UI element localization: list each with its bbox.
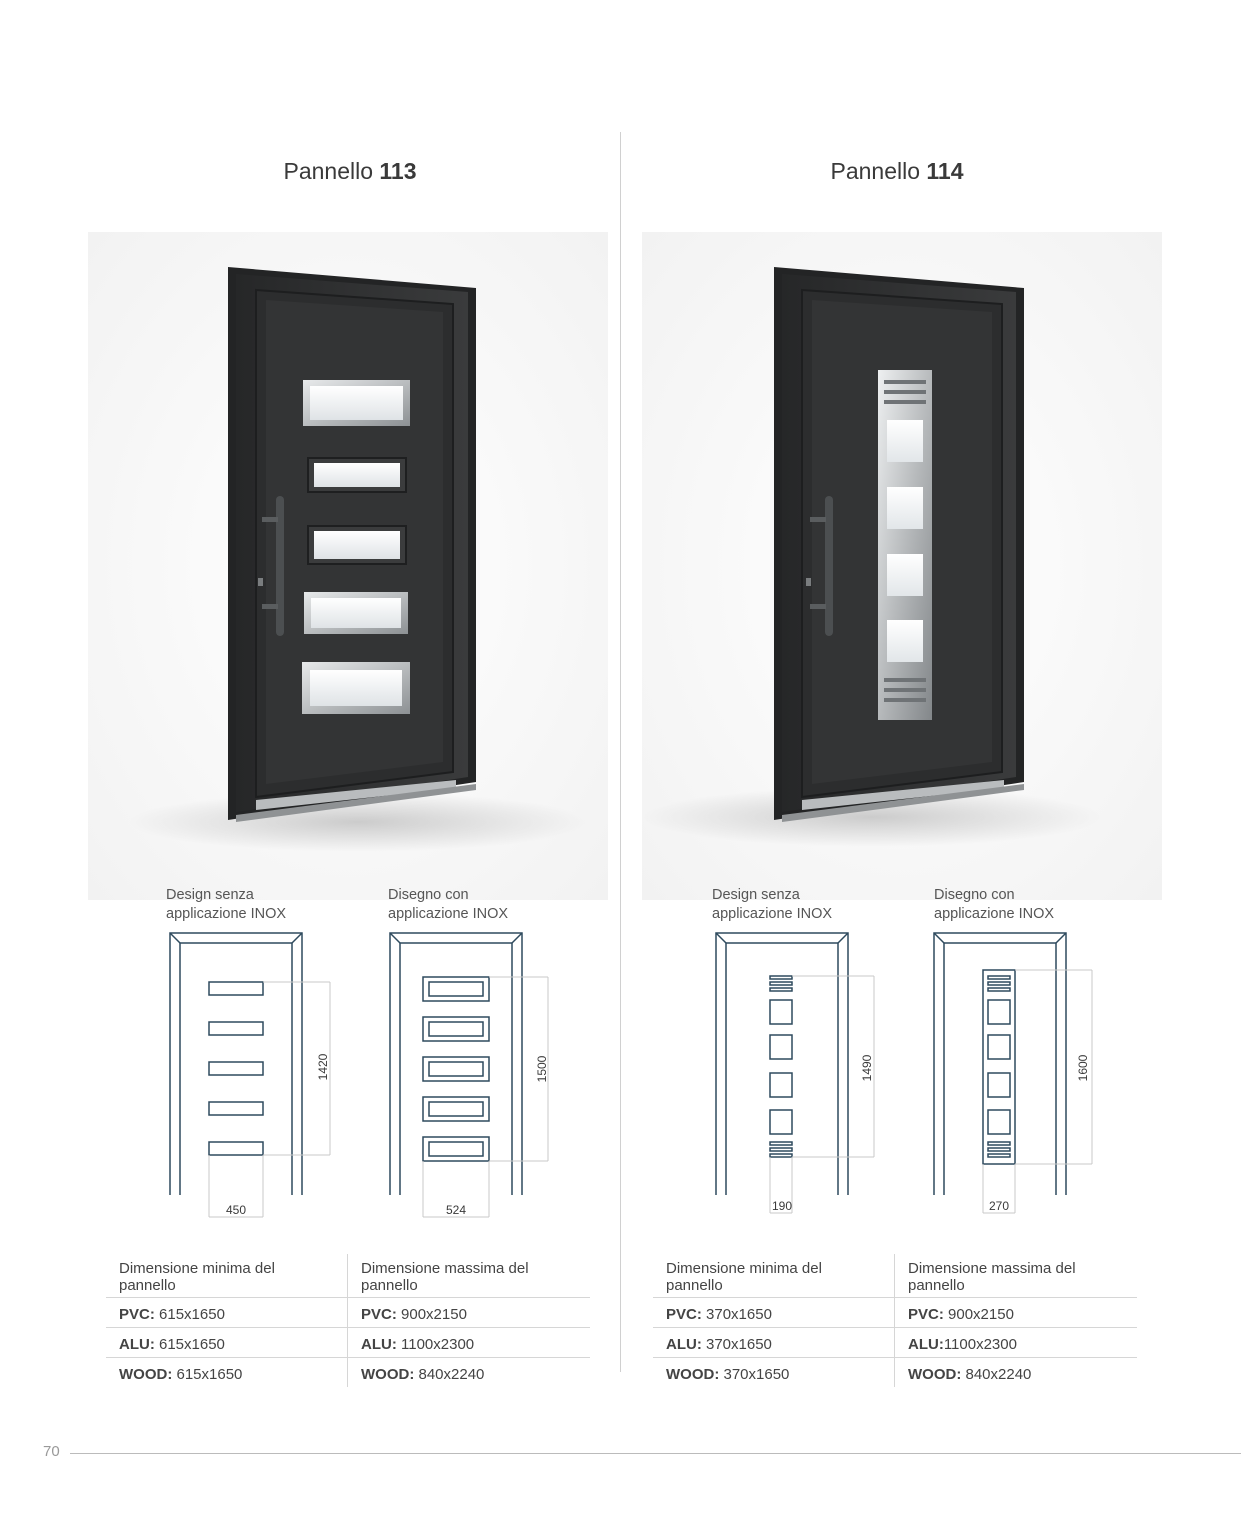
material-label: WOOD: bbox=[908, 1365, 962, 1383]
material-label: ALU: bbox=[119, 1335, 155, 1353]
table-row: ALU: 370x1650 ALU:1100x2300 bbox=[653, 1327, 1137, 1358]
door-photo bbox=[88, 232, 608, 900]
panel-title-number: 114 bbox=[926, 158, 964, 184]
drawing-plain bbox=[715, 932, 875, 1214]
dim-inox-height: 1600 bbox=[1076, 1054, 1090, 1082]
dimension-value: 900x2150 bbox=[401, 1305, 467, 1323]
col-max-header: Dimensione massima del pannello bbox=[894, 1254, 1137, 1298]
table-row: PVC: 615x1650 PVC: 900x2150 bbox=[106, 1297, 590, 1328]
dimensions-table: Dimensione minima del pannello Dimension… bbox=[653, 1254, 1137, 1387]
dimension-value: 370x1650 bbox=[723, 1365, 790, 1383]
door-113-image bbox=[128, 267, 588, 852]
dimension-value: 1100x2300 bbox=[943, 1335, 1017, 1353]
dim-plain-height: 1490 bbox=[860, 1054, 874, 1082]
panel-113-section: Pannello 113 bbox=[0, 0, 620, 1400]
dimension-value: 615x1650 bbox=[176, 1365, 243, 1383]
panel-114-section: Pannello 114 bbox=[547, 0, 1241, 1400]
table-row: WOOD: 615x1650 WOOD: 840x2240 bbox=[106, 1357, 590, 1387]
dimension-value: 370x1650 bbox=[706, 1335, 772, 1353]
dim-inox-width: 524 bbox=[445, 1203, 467, 1217]
panel-title: Pannello 113 bbox=[0, 158, 700, 185]
panel-title: Pannello 114 bbox=[547, 158, 1241, 185]
door-photo bbox=[642, 232, 1162, 900]
dimension-value: 840x2240 bbox=[965, 1365, 1032, 1383]
panel-title-number: 113 bbox=[379, 158, 417, 184]
col-min-header: Dimensione minima del pannello bbox=[106, 1254, 348, 1298]
material-label: ALU: bbox=[666, 1335, 702, 1353]
col-min-header: Dimensione minima del pannello bbox=[653, 1254, 895, 1298]
material-label: PVC: bbox=[666, 1305, 702, 1323]
dim-inox-width: 270 bbox=[988, 1199, 1010, 1213]
dimension-value: 370x1650 bbox=[706, 1305, 772, 1323]
caption-inox: Disegno con applicazione INOX bbox=[388, 886, 508, 924]
material-label: ALU: bbox=[361, 1335, 397, 1353]
caption-plain-line2: applicazione INOX bbox=[712, 906, 833, 922]
panel-title-prefix: Pannello bbox=[283, 158, 374, 184]
drawing-inox bbox=[389, 932, 549, 1218]
material-label: PVC: bbox=[361, 1305, 397, 1323]
caption-plain: Design senza applicazione INOX bbox=[712, 886, 832, 924]
dimension-value: 840x2240 bbox=[418, 1365, 485, 1383]
material-label: PVC: bbox=[908, 1305, 944, 1323]
material-label: PVC: bbox=[119, 1305, 155, 1323]
table-row: PVC: 370x1650 PVC: 900x2150 bbox=[653, 1297, 1137, 1328]
drawing-inox bbox=[933, 932, 1093, 1214]
panel-title-prefix: Pannello bbox=[830, 158, 921, 184]
door-114-image bbox=[642, 267, 1102, 847]
dim-plain-width: 190 bbox=[771, 1199, 793, 1213]
footer-rule bbox=[70, 1453, 1241, 1454]
dim-plain-height: 1420 bbox=[316, 1053, 330, 1081]
caption-plain-line1: Design senza bbox=[712, 887, 800, 903]
caption-inox-line1: Disegno con bbox=[934, 887, 1015, 903]
dim-plain-width: 450 bbox=[225, 1203, 247, 1217]
dimension-value: 1100x2300 bbox=[401, 1335, 475, 1353]
caption-plain-line1: Design senza bbox=[166, 887, 254, 903]
caption-inox-line2: applicazione INOX bbox=[388, 906, 509, 922]
dimensions-table: Dimensione minima del pannello Dimension… bbox=[106, 1254, 590, 1387]
dimension-value: 615x1650 bbox=[159, 1305, 225, 1323]
material-label: WOOD: bbox=[666, 1365, 720, 1383]
col-max-header: Dimensione massima del pannello bbox=[347, 1254, 590, 1298]
material-label: ALU: bbox=[908, 1335, 944, 1353]
table-row: WOOD: 370x1650 WOOD: 840x2240 bbox=[653, 1357, 1137, 1387]
column-divider bbox=[620, 132, 621, 1372]
caption-plain: Design senza applicazione INOX bbox=[166, 886, 286, 924]
table-row: ALU: 615x1650 ALU: 1100x2300 bbox=[106, 1327, 590, 1358]
dimension-value: 615x1650 bbox=[159, 1335, 225, 1353]
caption-plain-line2: applicazione INOX bbox=[166, 906, 287, 922]
dimension-value: 900x2150 bbox=[948, 1305, 1014, 1323]
caption-inox-line2: applicazione INOX bbox=[934, 906, 1055, 922]
page-number: 70 bbox=[43, 1443, 60, 1460]
material-label: WOOD: bbox=[361, 1365, 415, 1383]
material-label: WOOD: bbox=[119, 1365, 173, 1383]
drawing-plain bbox=[169, 932, 331, 1218]
caption-inox: Disegno con applicazione INOX bbox=[934, 886, 1054, 924]
caption-inox-line1: Disegno con bbox=[388, 887, 469, 903]
